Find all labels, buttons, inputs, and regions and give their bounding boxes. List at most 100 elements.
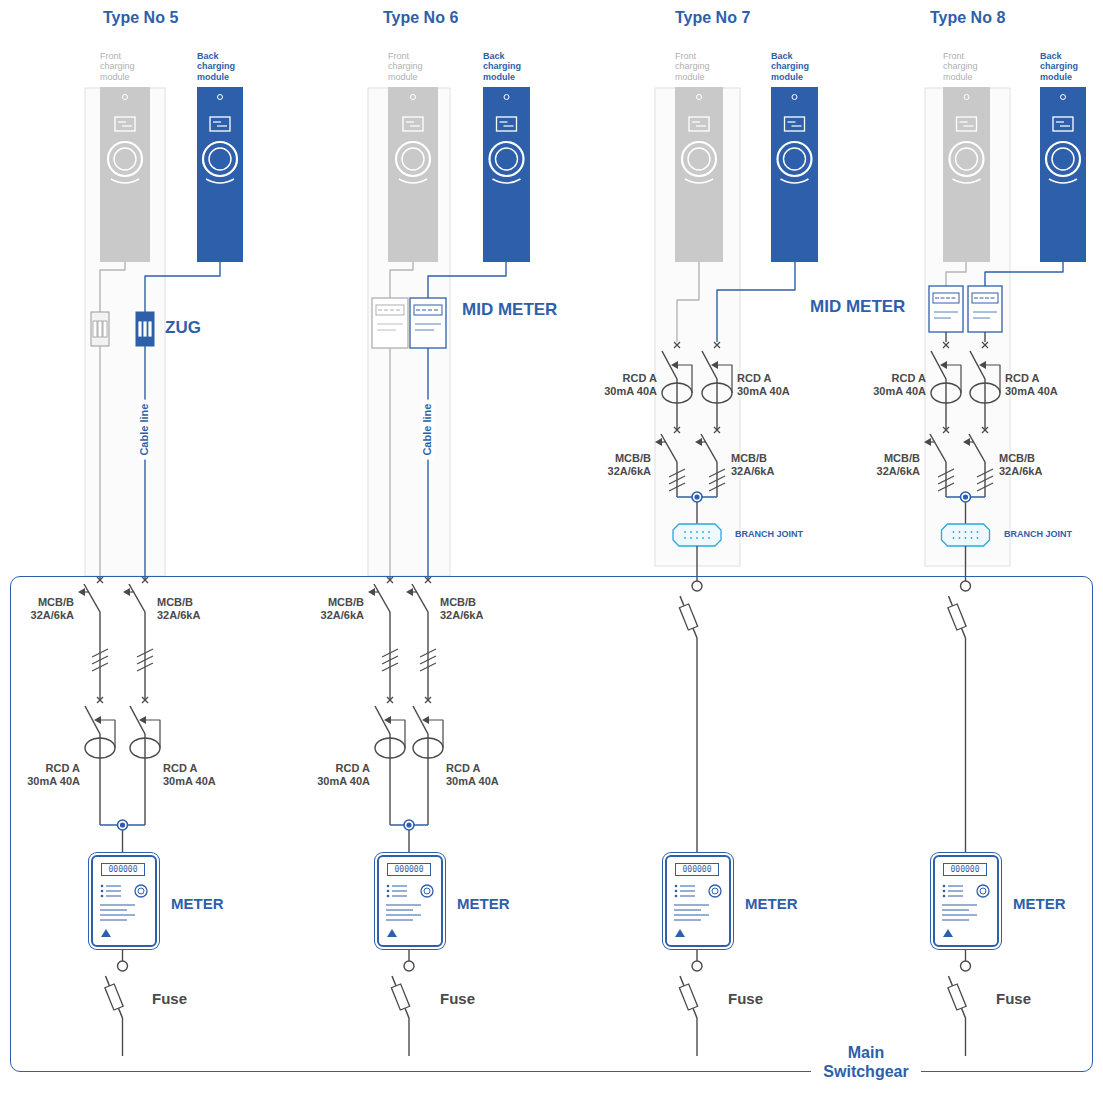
fuse-blade — [949, 596, 966, 638]
meter-line — [106, 891, 121, 892]
wire — [427, 612, 428, 700]
rating-label: MCB/B 32A/6kA — [731, 452, 791, 478]
breaker-blade — [374, 584, 390, 612]
joint-dot — [690, 537, 692, 539]
region-label: Main Switchgear — [811, 1043, 921, 1081]
contact-mark — [387, 577, 393, 583]
mid-digit — [390, 310, 394, 311]
joint-dot — [684, 537, 686, 539]
wire — [965, 1018, 966, 1056]
contact-mark — [714, 342, 720, 348]
pole-mark — [92, 656, 108, 664]
socket-arc — [685, 179, 713, 183]
pole-mark — [137, 656, 153, 664]
socket-ring — [778, 142, 812, 176]
meter-dot — [387, 890, 390, 893]
arrow-head — [671, 361, 678, 369]
status-led — [1061, 95, 1066, 100]
rating-label: MCB/B 32A/6kA — [440, 596, 500, 622]
mid-line — [377, 324, 403, 325]
contact-mark — [142, 697, 148, 703]
mid-display — [376, 305, 404, 315]
fuse-body — [679, 984, 697, 1010]
mid-line — [934, 318, 951, 319]
wire — [427, 734, 428, 825]
mid-display — [972, 293, 998, 303]
arrow-head — [384, 716, 391, 724]
wire — [965, 638, 966, 854]
contact-mark — [674, 427, 680, 433]
meter-line — [100, 905, 135, 906]
junction-dot — [963, 494, 968, 499]
meter-label: METER — [457, 895, 510, 912]
pole-mark — [137, 649, 153, 657]
contact-mark — [982, 427, 988, 433]
arrow-head — [123, 588, 130, 596]
rcd-trip — [428, 720, 443, 748]
charger-face — [483, 87, 530, 262]
meter-line — [680, 891, 695, 892]
rcd-blade — [85, 706, 100, 734]
joint-dot — [971, 537, 973, 539]
socket-ring — [402, 148, 424, 170]
charger-face — [197, 87, 243, 262]
fuse-symbol — [105, 984, 123, 1010]
module-label: Front charging module — [100, 51, 156, 82]
charging-module: Front charging module — [388, 87, 438, 262]
wire — [984, 379, 985, 430]
pole-mark — [977, 476, 993, 484]
rcd-trip — [717, 365, 732, 393]
rcd-trip — [390, 720, 405, 748]
screen-line — [1056, 121, 1064, 122]
meter-line — [386, 920, 413, 921]
status-led — [964, 95, 969, 100]
meter-line — [100, 915, 135, 916]
meter-line — [942, 905, 977, 906]
contact-mark — [982, 342, 988, 348]
pole-mark — [977, 483, 993, 491]
contact-mark — [674, 342, 680, 348]
arrow-head — [368, 588, 375, 596]
meter-knob — [977, 885, 989, 897]
meter-line — [386, 915, 421, 916]
meter-dot — [943, 895, 946, 898]
junction-dot — [404, 820, 414, 830]
screen-line — [500, 121, 508, 122]
wire — [122, 1018, 123, 1056]
device-label: MID METER — [462, 300, 557, 320]
meter-knob — [421, 885, 433, 897]
joint-dot — [971, 531, 973, 533]
meter-knob — [709, 885, 721, 897]
meter-dot — [101, 895, 104, 898]
pole-mark — [382, 663, 398, 671]
contact-mark — [387, 577, 393, 583]
breaker-blade — [661, 434, 677, 462]
arrow-head — [94, 716, 101, 724]
type-title: Type No 6 — [383, 8, 458, 27]
socket-ring — [1046, 142, 1080, 176]
mid-digit — [974, 298, 978, 299]
contact-mark — [943, 427, 949, 433]
pole-mark — [938, 483, 954, 491]
device-label: ZUG — [165, 318, 201, 338]
rating-label: MCB/B 32A/6kA — [14, 596, 74, 622]
socket-ring — [209, 148, 231, 170]
mid-line — [934, 312, 958, 313]
joint-dot — [684, 531, 686, 533]
junction-dot — [694, 494, 699, 499]
contact-mark — [97, 577, 103, 583]
contact-mark — [674, 427, 680, 433]
joint-dot — [977, 537, 979, 539]
joint-dot — [708, 531, 710, 533]
rcd-trip — [100, 720, 115, 748]
meter-dot — [387, 885, 390, 888]
mid-meter-icon — [410, 298, 446, 348]
energy-meter: 000000METER — [665, 855, 731, 947]
fuse-label: Fuse — [728, 990, 763, 1008]
fuse-label: Fuse — [152, 990, 187, 1008]
screen-line — [960, 121, 968, 122]
pole-mark — [382, 649, 398, 657]
meter-display: 000000 — [943, 863, 987, 876]
wire — [389, 348, 390, 576]
